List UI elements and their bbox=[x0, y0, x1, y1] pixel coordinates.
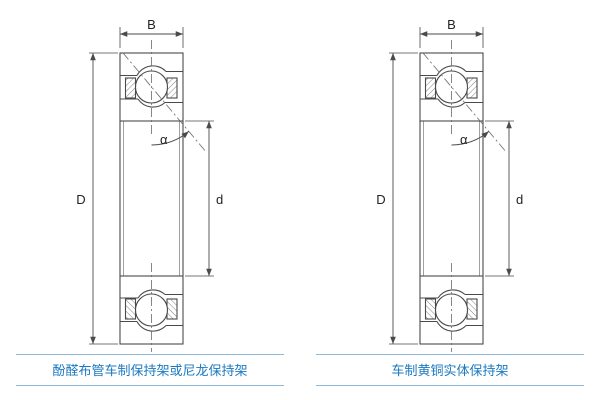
cage-block bbox=[124, 77, 137, 99]
outer-raceway-arc bbox=[136, 65, 167, 76]
outer-diameter-label: D bbox=[376, 192, 385, 207]
bore-diameter-dimension: d bbox=[485, 120, 523, 277]
bearing-section-half bbox=[119, 40, 184, 136]
cage-block bbox=[424, 77, 437, 99]
contact-angle-arc bbox=[151, 131, 190, 146]
width-dim-label: B bbox=[447, 17, 456, 32]
drawing-group: α B D d bbox=[376, 17, 523, 352]
ring-side-face-lines bbox=[419, 121, 484, 276]
width-dim-label: B bbox=[147, 17, 156, 32]
caption-right-text: 车制黄铜实体保持架 bbox=[391, 363, 509, 378]
bearing-cross-section-left: α B D bbox=[76, 17, 223, 352]
caption-left: 酚醛布管车制保持架或尼龙保持架 bbox=[16, 354, 284, 386]
caption-left-text: 酚醛布管车制保持架或尼龙保持架 bbox=[52, 363, 248, 378]
caption-right: 车制黄铜实体保持架 bbox=[316, 354, 584, 386]
contact-angle-annotation: α bbox=[122, 52, 207, 153]
width-dimension: B bbox=[119, 17, 184, 48]
drawing-group: α B D bbox=[76, 17, 223, 352]
bearing-section-half-mirrored bbox=[419, 260, 484, 352]
panel-left: α B D bbox=[16, 17, 284, 386]
contact-angle-label: α bbox=[160, 132, 168, 147]
inner-raceway-arc bbox=[437, 98, 466, 108]
cage-block bbox=[466, 77, 478, 99]
inner-raceway-arc bbox=[137, 98, 166, 108]
outer-diameter-label: D bbox=[76, 192, 85, 207]
outer-diameter-dimension: D bbox=[76, 52, 118, 345]
contact-angle-arc bbox=[451, 131, 490, 146]
outer-raceway-arc bbox=[436, 65, 467, 76]
cage-block bbox=[166, 77, 178, 99]
contact-angle-label: α bbox=[460, 132, 468, 147]
bore-diameter-label: d bbox=[216, 192, 223, 207]
bearing-cross-section-right: α B D d bbox=[376, 17, 523, 352]
bore-diameter-label: d bbox=[516, 192, 523, 207]
ring-side-face-lines bbox=[119, 121, 184, 276]
bearing-section-half bbox=[419, 40, 484, 136]
contact-angle-annotation: α bbox=[422, 52, 507, 153]
contact-angle-line bbox=[422, 52, 507, 153]
panel-right: α B D d bbox=[300, 0, 600, 400]
bore-diameter-dimension: d bbox=[185, 120, 223, 277]
outer-diameter-dimension: D bbox=[376, 52, 418, 345]
bearing-section-half-mirrored bbox=[119, 260, 184, 352]
contact-angle-line bbox=[122, 52, 207, 153]
width-dimension: B bbox=[419, 17, 484, 48]
